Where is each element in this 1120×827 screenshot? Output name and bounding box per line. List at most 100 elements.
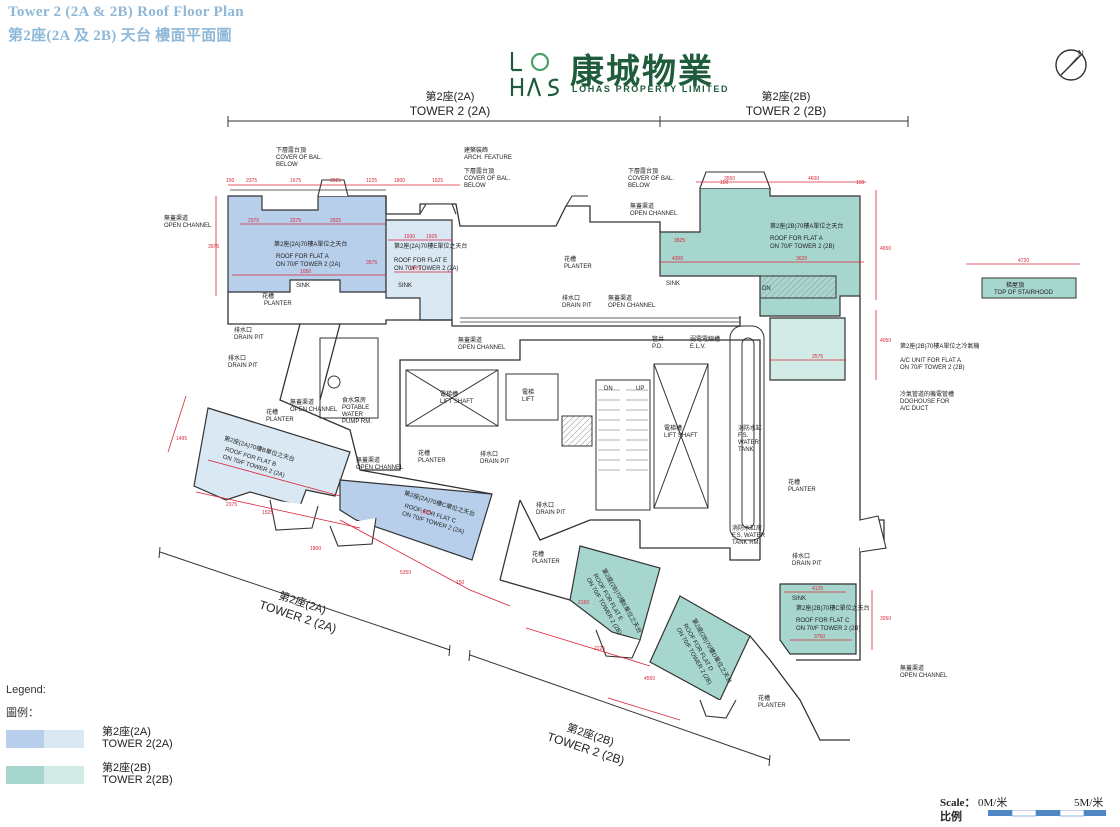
scale-bar-seg-4	[1059, 810, 1085, 817]
roof-flat-e-2b-area	[569, 545, 661, 641]
flat-e-2a-en2: ON 70/F TOWER 2 (2A)	[394, 266, 458, 272]
legend-item-2b-cn: 第2座(2B)	[102, 762, 151, 774]
callout-labels: 下層露台頂 COVER OF BAL. BELOW 建築裝飾 ARCH. FEA…	[164, 146, 1054, 709]
flat-c-2b-en1: ROOF FOR FLAT C	[796, 618, 850, 624]
fs-tank-en3: TANK	[738, 447, 754, 453]
open-channel-4-cn: 無蓋渠道	[458, 336, 482, 344]
dim-3675: 3675	[410, 266, 421, 272]
potable-pump-cn: 食水泵房	[342, 396, 366, 404]
dim-2375-b: 2375	[248, 218, 259, 224]
cover-bal-1-en1: COVER OF BAL.	[276, 155, 322, 161]
cover-bal-2-en1: COVER OF BAL.	[464, 176, 510, 182]
stair-up-label: UP	[636, 386, 644, 392]
top-stairhood-en: TOP OF STAIRHOOD	[994, 290, 1054, 296]
flat-a-2b-cn: 第2座(2B)70樓A單位之天台	[770, 222, 843, 230]
doghouse-en1: DOGHOUSE FOR	[900, 399, 950, 405]
elv-en: E.L.V.	[690, 344, 706, 350]
compass-n-label: N	[1078, 49, 1084, 58]
lohas-logo-icon	[510, 52, 559, 97]
drain-pit-6-cn: 排水口	[792, 552, 810, 560]
legend-swatch-2a-dark	[6, 730, 44, 748]
ac-unit-en2: ON 70/F TOWER 2 (2B)	[900, 365, 964, 371]
planter-6-cn: 花槽	[532, 550, 544, 558]
dim-5350: 5350	[400, 570, 411, 576]
title-cn: 第2座(2A 及 2B) 天台 樓面平面圖	[8, 28, 232, 44]
scale-bar-seg-5	[1084, 810, 1106, 816]
open-channel-7-en: OPEN CHANNEL	[900, 673, 948, 679]
dim-2375-c: 2375	[226, 502, 237, 508]
drain-pit-6-en: DRAIN PIT	[792, 561, 822, 567]
ac-unit-en1: A/C UNIT FOR FLAT A	[900, 358, 961, 364]
legend-item-2b-en: TOWER 2(2B)	[102, 774, 173, 786]
drain-pit-4-en: DRAIN PIT	[480, 459, 510, 465]
flat-c-2b-cn: 第2座(2B)70樓C單位之天台	[796, 604, 870, 612]
planter-4-cn: 花槽	[418, 449, 430, 457]
sink-1: SINK	[296, 283, 310, 289]
planter-7-en: PLANTER	[758, 703, 786, 709]
dim-150-b: 150	[720, 180, 729, 186]
open-channel-1-cn: 無蓋渠道	[164, 214, 188, 222]
pd-en: P.D.	[652, 344, 663, 350]
elv-cn: 弱電電線槽	[690, 335, 720, 343]
lift-shaft-2-en: LIFT SHAFT	[664, 433, 698, 439]
dim-8050: 1050	[300, 269, 311, 275]
drain-pit-3-en: DRAIN PIT	[228, 363, 258, 369]
planter-5-cn: 花槽	[788, 478, 800, 486]
planter-1-en: PLANTER	[264, 301, 292, 307]
building-outline	[227, 196, 885, 741]
fs-tank-en1: F.S.	[738, 433, 749, 439]
dim-2575: 2575	[812, 354, 823, 360]
flat-a-2b-en2: ON 70/F TOWER 2 (2B)	[770, 244, 834, 250]
fs-tank-cn: 消防水缸	[738, 424, 762, 432]
drain-pit-5-cn: 排水口	[536, 501, 554, 509]
flat-e-2a-en1: ROOF FOR FLAT E	[394, 258, 447, 264]
cover-bal-1-cn: 下層露台頂	[276, 146, 306, 154]
tower-2b-heading-cn: 第2座(2B)	[761, 91, 811, 103]
dim-4305: 4305	[672, 256, 683, 262]
fsw-tank-rm-cn: 消防水缸房	[732, 524, 762, 532]
legend-swatch-2b-light	[44, 766, 84, 784]
tower-2b-heading: 第2座(2B) TOWER 2 (2B)	[726, 90, 846, 118]
cover-bal-1-en2: BELOW	[276, 162, 298, 168]
sink-2: SINK	[398, 283, 412, 289]
open-channel-3-en: OPEN CHANNEL	[608, 303, 656, 309]
cover-bal-3-cn: 下層露台頂	[628, 167, 658, 175]
dim-2925: 2925	[330, 218, 341, 224]
lift-shaft-2-cn: 電梯槽	[664, 424, 682, 432]
top-of-stairhood-area	[981, 277, 1077, 299]
drain-pit-2-en: DRAIN PIT	[562, 303, 592, 309]
flat-c-2b-en2: ON 70/F TOWER 2 (2B)	[796, 626, 860, 632]
dim-4600: 4600	[808, 176, 819, 182]
dim-1675: 1675	[290, 178, 301, 184]
arch-feature-en: ARCH. FEATURE	[464, 155, 512, 161]
legend-item-2b: 第2座(2B) TOWER 2(2B)	[102, 762, 173, 786]
logo: 康城物業 LOHAS PROPERTY LIMITED	[508, 44, 738, 100]
open-channel-6-cn: 無蓋渠道	[356, 456, 380, 464]
potable-pump-en1: POTABLE	[342, 405, 369, 411]
lift-cn: 電梯	[522, 388, 534, 396]
flat-a-2a-en1: ROOF FOR FLAT A	[276, 254, 329, 260]
legend-title-cn: 圖例：	[6, 707, 39, 719]
open-channel-1-en: OPEN CHANNEL	[164, 223, 212, 229]
open-channel-4-en: OPEN CHANNEL	[458, 345, 506, 351]
dim-3825: 3825	[674, 238, 685, 244]
planter-4-en: PLANTER	[418, 458, 446, 464]
sink-4: SINK	[792, 596, 806, 602]
dim-1800: 1800	[394, 178, 405, 184]
dim-4125: 4125	[812, 586, 823, 592]
planter-2-cn: 花槽	[564, 255, 576, 263]
cover-bal-2-en2: BELOW	[464, 183, 486, 189]
scale-start: 0M/米	[978, 797, 1008, 809]
planter-7-cn: 花槽	[758, 694, 770, 702]
dim-1225: 1225	[366, 178, 377, 184]
open-channel-6-en: OPEN CHANNEL	[356, 465, 404, 471]
balcony-covers	[269, 171, 887, 719]
fsw-tank-rm-en1: F.S. WATER	[732, 533, 766, 539]
legend-swatch-2b-dark	[6, 766, 44, 784]
doghouse-en2: A/C DUCT	[900, 406, 929, 412]
flat-a-2a-en2: ON 70/F TOWER 2 (2A)	[276, 262, 340, 268]
dim-4050: 4050	[880, 338, 891, 344]
dim-150-a: 150	[226, 178, 235, 184]
potable-pump-en3: PUMP RM.	[342, 419, 372, 425]
